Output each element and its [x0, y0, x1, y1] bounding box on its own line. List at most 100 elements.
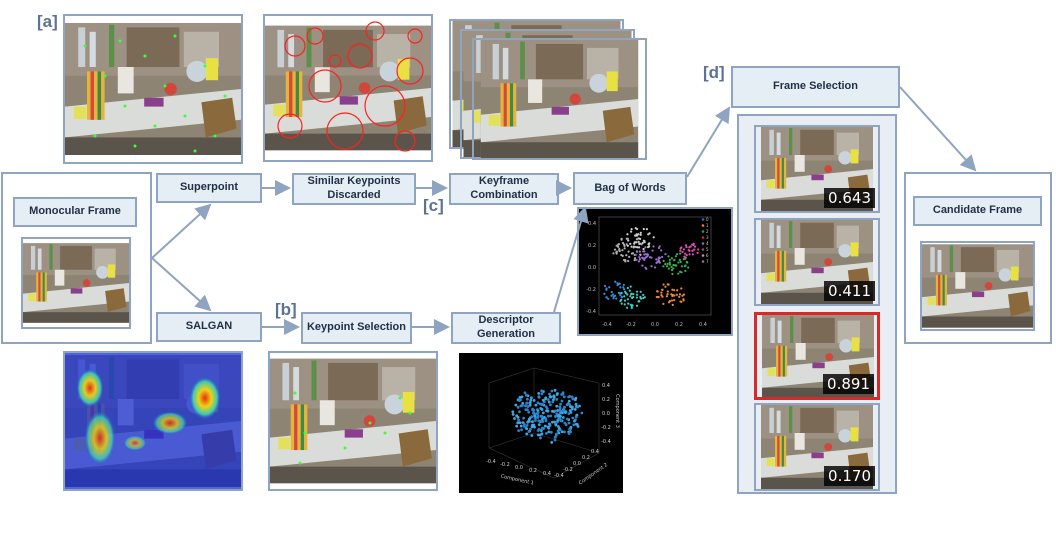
scatter-point: [544, 405, 548, 409]
scatter-point: [637, 260, 641, 263]
scatter-point: [684, 264, 687, 267]
legend-label: 2: [706, 229, 709, 234]
superpoint-keypoints-image: [63, 14, 243, 164]
scatter-point: [615, 297, 618, 300]
scatter-point: [572, 423, 576, 427]
z-tick-label: 0.2: [602, 397, 610, 403]
scatter-point: [520, 395, 524, 399]
scatter-point: [565, 417, 569, 421]
scatter-point: [540, 414, 544, 418]
scatter-point: [637, 233, 640, 236]
scatter-point: [623, 295, 626, 298]
scatter-point: [629, 285, 632, 288]
scatter-point: [671, 272, 674, 276]
scatter-point: [682, 248, 686, 251]
scatter-point: [639, 233, 642, 236]
scatter-point: [515, 414, 519, 418]
scatter-point: [617, 245, 620, 248]
scatter-point: [623, 247, 626, 250]
scatter-point: [562, 408, 566, 412]
bag-of-words-box: Bag of Words: [573, 172, 687, 205]
salgan-box: SALGAN: [156, 312, 262, 342]
scatter-point: [559, 414, 562, 418]
scatter-point: [625, 237, 628, 240]
scatter-point: [633, 257, 637, 260]
scatter-point: [547, 400, 551, 404]
scatter-point: [667, 267, 670, 270]
scatter-point: [635, 234, 639, 237]
scatter-point: [643, 241, 646, 244]
scatter-point: [516, 405, 520, 409]
scatter-point: [522, 422, 526, 426]
scatter-point: [605, 296, 608, 299]
scatter-point: [630, 292, 633, 295]
scatter-point: [617, 243, 621, 246]
scatter-point: [532, 411, 536, 415]
scatter-point: [680, 287, 683, 290]
scatter-point: [635, 296, 639, 299]
similarity-score: 0.643: [824, 188, 875, 208]
scatter-point: [684, 269, 687, 272]
scatter-point: [657, 296, 660, 299]
scatter-point: [567, 412, 571, 416]
scatter-point: [668, 258, 671, 261]
scatter-point: [623, 299, 627, 302]
monocular-frame-box: Monocular Frame: [13, 197, 137, 227]
scatter-point: [643, 253, 646, 256]
frame-selection-box: Frame Selection: [731, 66, 900, 108]
scatter-point: [638, 256, 641, 259]
scatter-point: [691, 253, 695, 256]
scatter-point: [688, 246, 691, 249]
scatter-point: [657, 258, 660, 261]
legend-marker: [701, 224, 705, 227]
scatter-point: [530, 415, 534, 419]
scatter-point: [610, 290, 613, 294]
scatter-point: [668, 261, 671, 264]
scatter-point: [565, 403, 569, 407]
candidate-thumbnail: 0.643: [754, 125, 880, 213]
scatter-point: [571, 416, 575, 420]
scatter-point: [525, 423, 529, 427]
legend-marker: [701, 248, 705, 251]
scatter-point: [557, 431, 561, 435]
scatter-point: [670, 257, 674, 260]
scatter-point: [644, 266, 647, 269]
scatter-point: [527, 430, 531, 433]
scatter-point: [550, 441, 554, 444]
scatter-point: [580, 411, 584, 415]
y-tick-label: 0.4: [588, 221, 596, 227]
scatter-point: [615, 250, 618, 253]
scatter-point: [519, 424, 523, 428]
scatter-point: [537, 391, 541, 395]
scatter-point: [637, 240, 640, 243]
candidate-thumbnail: 0.891: [754, 312, 880, 400]
scatter-point: [671, 303, 674, 306]
z-tick-label: 0.0: [602, 411, 610, 417]
scatter-point: [547, 430, 551, 434]
legend-marker: [701, 260, 705, 263]
scatter-point: [549, 414, 553, 418]
scatter-point: [635, 241, 638, 244]
scatter-point: [658, 245, 661, 248]
scatter-point: [530, 434, 534, 437]
scatter-point: [514, 403, 518, 407]
scatter-point: [697, 248, 700, 251]
scatter-point: [626, 286, 629, 290]
scatter-point: [648, 232, 651, 235]
scatter-point: [661, 295, 664, 298]
x-tick-label: 0.0: [515, 465, 523, 471]
scatter-point: [558, 406, 562, 410]
scatter-point: [681, 250, 684, 254]
scatter-point: [684, 252, 687, 255]
x-tick-label: 0.2: [529, 468, 537, 474]
scatter-point: [530, 396, 533, 400]
scatter-point: [661, 255, 664, 259]
scatter-point: [567, 399, 571, 403]
legend-label: 1: [706, 223, 709, 228]
scatter-point: [662, 259, 665, 262]
scatter-point: [553, 388, 557, 392]
scatter-point: [639, 290, 642, 293]
scatter-point: [520, 428, 523, 432]
scatter-point: [668, 263, 672, 266]
